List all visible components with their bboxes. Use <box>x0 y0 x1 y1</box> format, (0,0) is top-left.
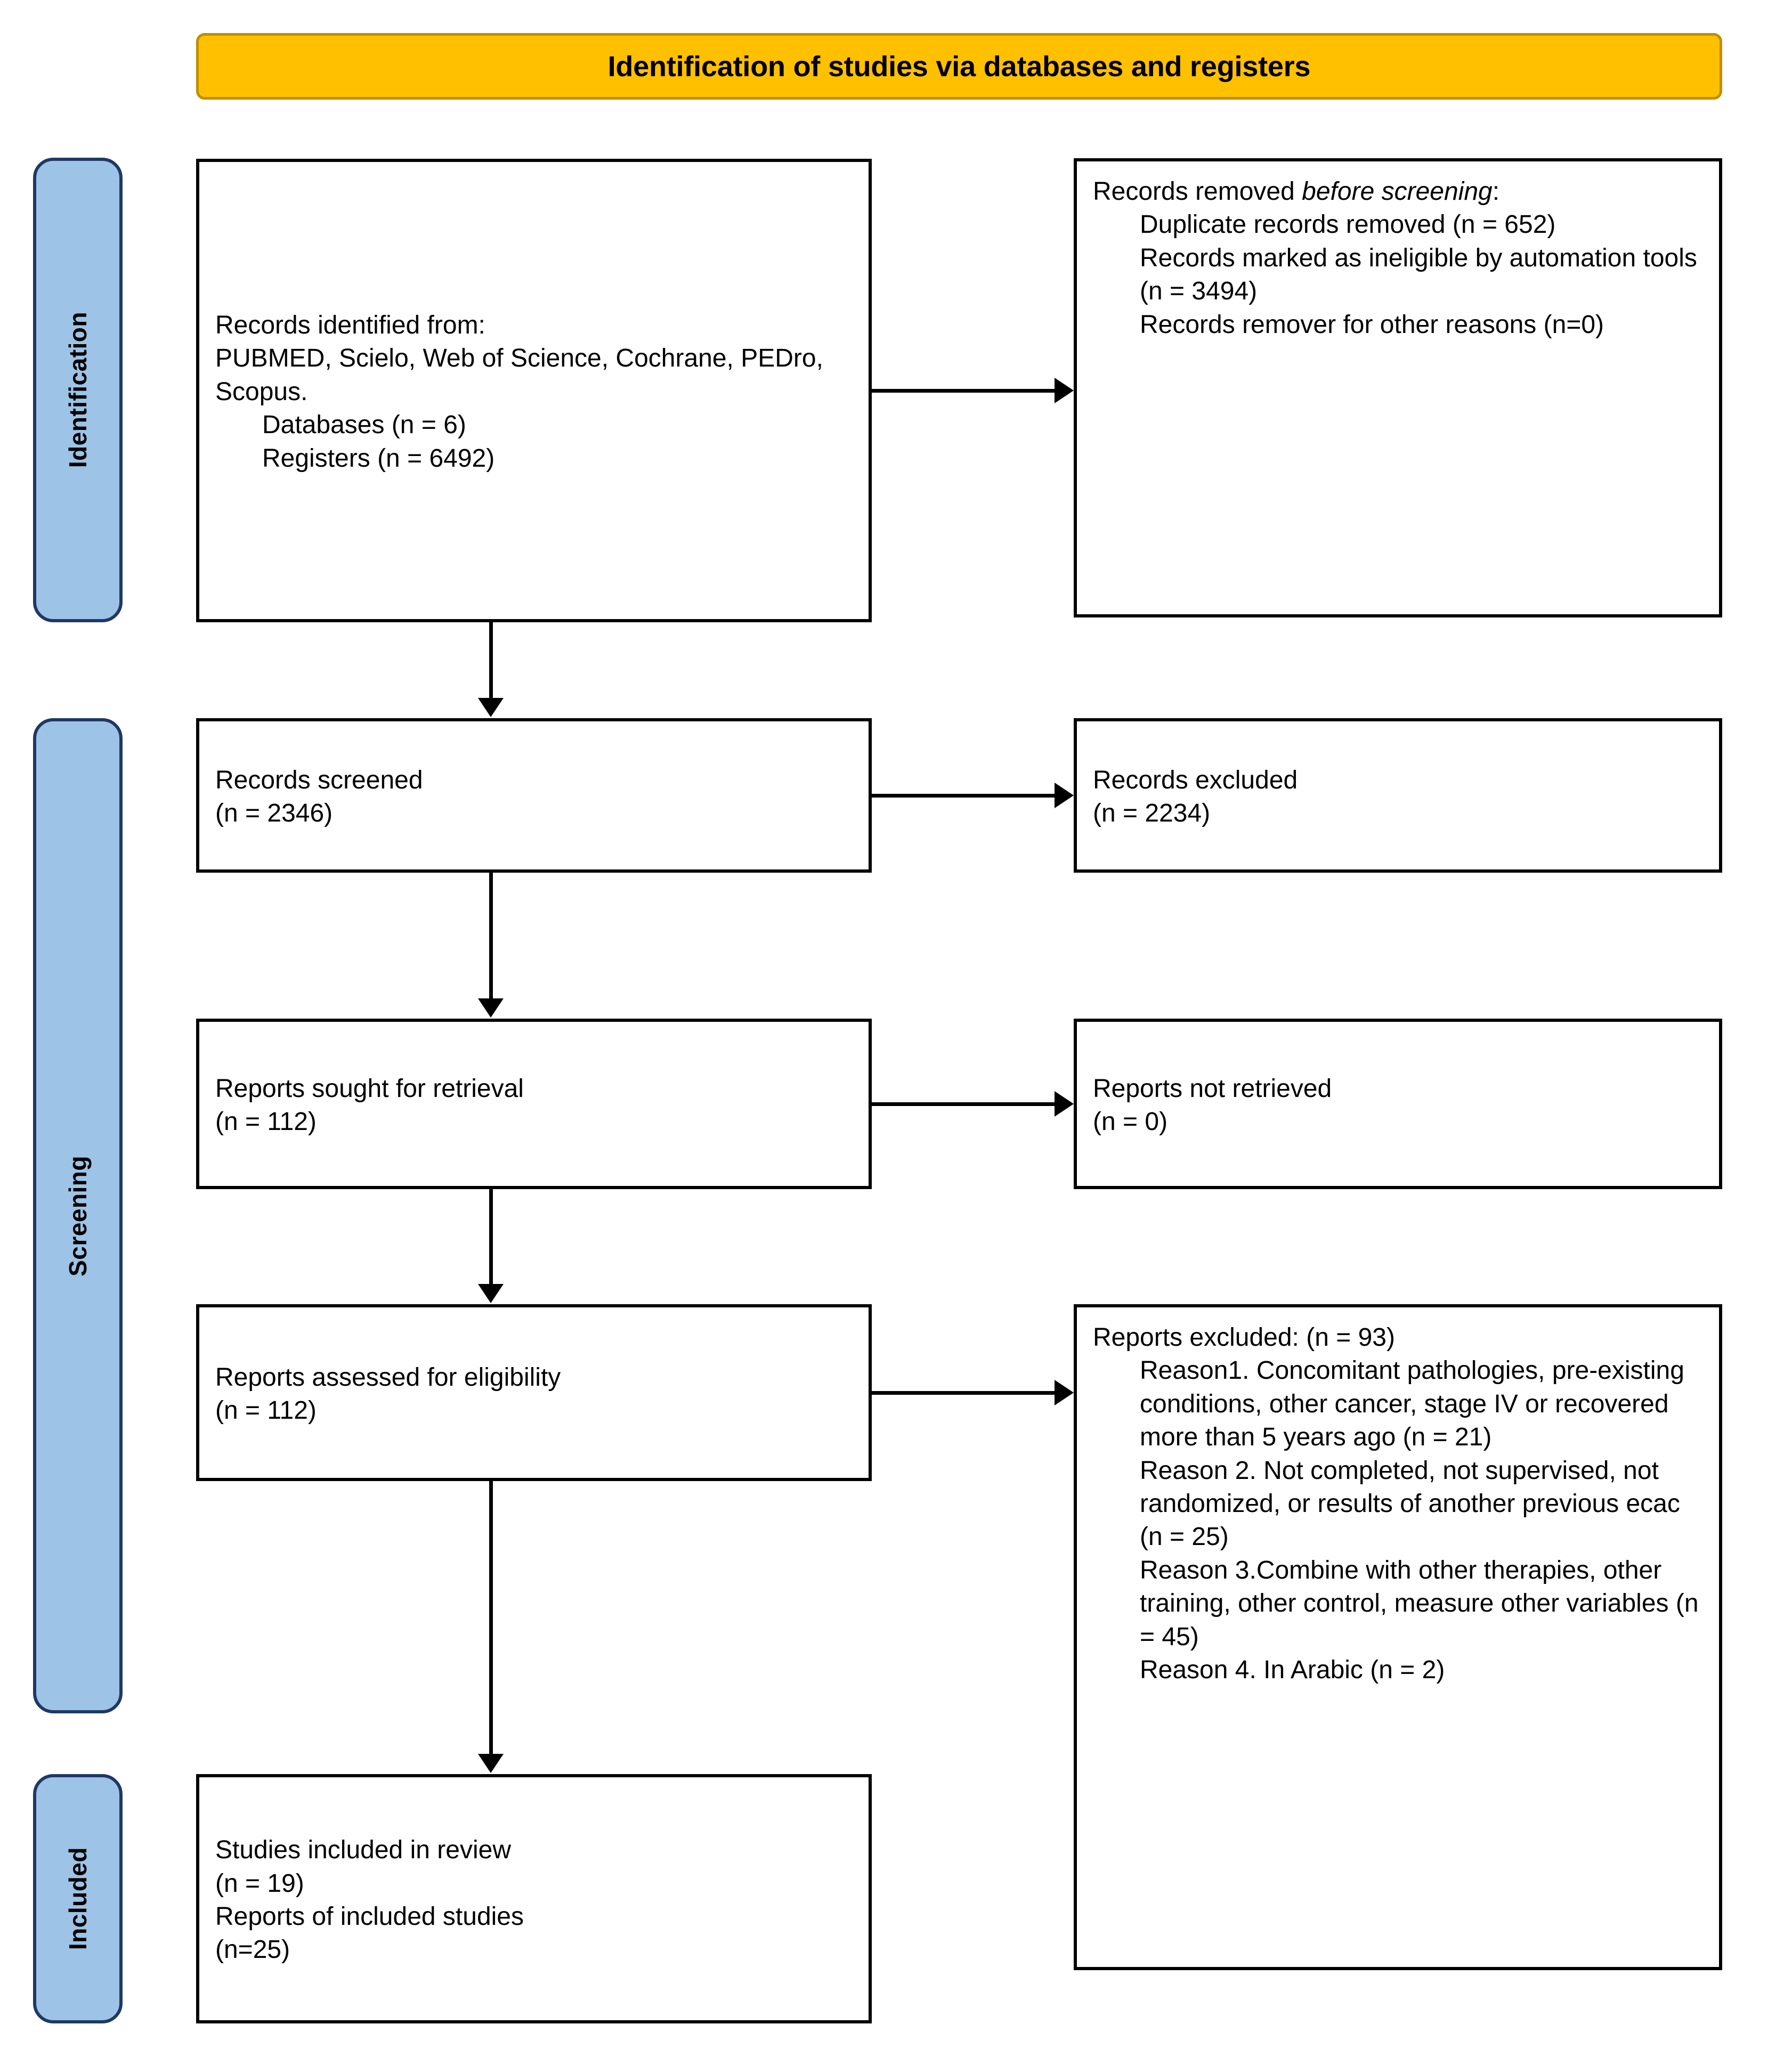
arrow-head-down-icon <box>478 1754 504 1773</box>
stage-tab-included: Included <box>33 1774 123 2023</box>
banner-title: Identification of studies via databases … <box>607 50 1311 83</box>
records-excluded-count: (n = 2234) <box>1093 799 1211 827</box>
records-removed-other: Records remover for other reasons (n=0) <box>1140 310 1604 339</box>
arrow-assessed-to-excluded <box>872 1380 1074 1405</box>
reports-excluded-reason-4: Reason 4. In Arabic (n = 2) <box>1140 1655 1445 1684</box>
arrow-screened-to-sought <box>478 873 504 1019</box>
arrow-line <box>489 1189 493 1285</box>
records-identified-sources: PUBMED, Scielo, Web of Science, Cochrane… <box>215 344 831 406</box>
box-records-excluded: Records excluded (n = 2234) <box>1074 718 1722 873</box>
stage-tab-identification: Identification <box>33 158 123 622</box>
stage-tab-included-label: Included <box>64 1847 92 1950</box>
reports-of-included-line1: Reports of included studies <box>215 1902 524 1931</box>
stage-tab-screening: Screening <box>33 718 123 1713</box>
arrow-line <box>489 873 493 999</box>
box-reports-sought: Reports sought for retrieval (n = 112) <box>196 1019 872 1189</box>
reports-excluded-reason-3: Reason 3.Combine with other therapies, o… <box>1140 1556 1706 1651</box>
box-reports-not-retrieved: Reports not retrieved (n = 0) <box>1074 1019 1722 1189</box>
reports-not-retrieved-count: (n = 0) <box>1093 1108 1168 1136</box>
stage-tab-identification-label: Identification <box>64 312 92 468</box>
studies-included-count: (n = 19) <box>215 1869 304 1898</box>
records-removed-duplicates: Duplicate records removed (n = 652) <box>1140 210 1556 239</box>
records-identified-line1: Records identified from: <box>215 311 485 340</box>
box-records-identified: Records identified from: PUBMED, Scielo,… <box>196 159 872 622</box>
arrow-line <box>489 1481 493 1755</box>
arrow-sought-to-not-retrieved <box>872 1091 1074 1117</box>
box-records-removed-before-screening: Records removed before screening: Duplic… <box>1074 158 1722 617</box>
arrow-head-down-icon <box>478 698 504 717</box>
box-reports-assessed: Reports assessed for eligibility (n = 11… <box>196 1304 872 1481</box>
reports-assessed-count: (n = 112) <box>215 1396 317 1425</box>
arrow-line <box>872 794 1056 798</box>
records-removed-heading-italic: before screening <box>1302 177 1493 206</box>
reports-excluded-heading: Reports excluded: (n = 93) <box>1093 1323 1395 1352</box>
arrow-screened-to-excluded <box>872 783 1074 808</box>
reports-excluded-reason-1: Reason1. Concomitant pathologies, pre-ex… <box>1140 1356 1692 1452</box>
arrow-line <box>489 622 493 699</box>
records-identified-registers: Registers (n = 6492) <box>262 444 495 473</box>
stage-tab-screening-label: Screening <box>64 1155 92 1276</box>
box-records-screened: Records screened (n = 2346) <box>196 718 872 873</box>
reports-not-retrieved-line1: Reports not retrieved <box>1093 1074 1332 1103</box>
arrow-head-right-icon <box>1055 1380 1074 1405</box>
records-removed-heading-tail: : <box>1492 177 1500 206</box>
arrow-head-right-icon <box>1055 1091 1074 1117</box>
records-removed-automation: Records marked as ineligible by automati… <box>1140 243 1705 306</box>
records-identified-databases: Databases (n = 6) <box>262 411 466 440</box>
reports-sought-line1: Reports sought for retrieval <box>215 1074 524 1103</box>
arrow-identified-to-removed <box>872 378 1074 403</box>
diagram-banner: Identification of studies via databases … <box>196 33 1722 100</box>
arrow-assessed-to-included <box>478 1481 504 1774</box>
records-removed-heading-plain: Records removed <box>1093 177 1302 206</box>
arrow-head-right-icon <box>1055 378 1074 403</box>
records-screened-count: (n = 2346) <box>215 799 333 827</box>
studies-included-line1: Studies included in review <box>215 1836 511 1865</box>
arrow-line <box>872 389 1056 393</box>
box-studies-included: Studies included in review (n = 19) Repo… <box>196 1774 872 2023</box>
arrow-line <box>872 1391 1056 1395</box>
box-reports-excluded: Reports excluded: (n = 93) Reason1. Conc… <box>1074 1304 1722 1970</box>
arrow-head-down-icon <box>478 1284 504 1303</box>
arrow-head-down-icon <box>478 998 504 1018</box>
arrow-head-right-icon <box>1055 783 1074 808</box>
reports-sought-count: (n = 112) <box>215 1108 317 1136</box>
arrow-line <box>872 1102 1056 1106</box>
records-removed-heading: Records removed before screening: <box>1093 175 1703 208</box>
records-excluded-line1: Records excluded <box>1093 766 1298 794</box>
reports-assessed-line1: Reports assessed for eligibility <box>215 1363 561 1392</box>
records-screened-line1: Records screened <box>215 766 423 794</box>
arrow-identified-to-screened <box>478 622 504 718</box>
arrow-sought-to-assessed <box>478 1189 504 1304</box>
reports-excluded-reason-2: Reason 2. Not completed, not supervised,… <box>1140 1456 1688 1551</box>
reports-of-included-count: (n=25) <box>215 1936 290 1964</box>
